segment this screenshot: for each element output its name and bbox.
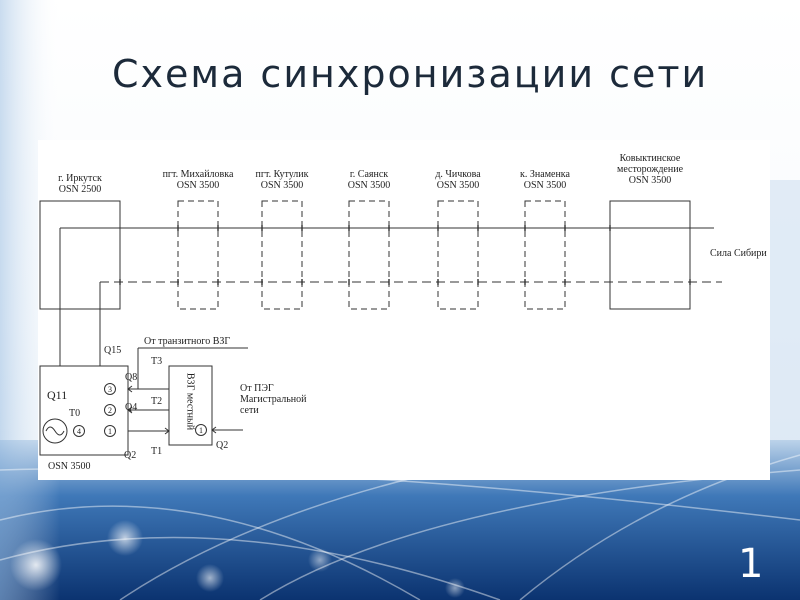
station-box-chichkova xyxy=(437,200,479,310)
local-vzg-box xyxy=(168,365,213,446)
station-label-chichkova: д. Чичкова OSN 3500 xyxy=(435,169,481,191)
slide-title: Схема синхронизации сети xyxy=(112,52,709,96)
station-label-znamenka: к. Знаменка OSN 3500 xyxy=(520,169,570,191)
port-circle-local: 1 xyxy=(199,426,203,435)
port-q15: Q15 xyxy=(104,345,122,356)
station-label-kutulik: пгт. Кутулик OSN 3500 xyxy=(255,169,309,191)
diagram-lines xyxy=(39,200,722,456)
port-q8: Q8 xyxy=(125,372,138,383)
port-t2: T2 xyxy=(151,396,163,407)
sync-diagram: г. Иркутск OSN 2500 пгт. Михайловка OSN … xyxy=(38,140,770,480)
port-q4: Q4 xyxy=(125,402,138,413)
port-circle-1: 1 xyxy=(108,427,112,436)
station-box-kutulik xyxy=(261,200,303,310)
osn-3500-box xyxy=(39,365,129,456)
port-circle-4: 4 xyxy=(77,427,81,436)
station-box-irkutsk xyxy=(39,200,121,310)
osn-3500-label: OSN 3500 xyxy=(48,461,91,472)
port-q2-right: Q2 xyxy=(216,440,229,451)
port-circle-2: 2 xyxy=(108,406,112,415)
port-t0: T0 xyxy=(69,408,81,419)
port-t1: T1 xyxy=(151,446,163,457)
station-label-mikhailovka: пгт. Михайловка OSN 3500 xyxy=(162,169,234,191)
station-box-sayansk xyxy=(348,200,390,310)
port-q2-left: Q2 xyxy=(124,450,137,461)
station-label-kovykta: Ковыктинское месторождение OSN 3500 xyxy=(616,153,684,186)
transit-vzg-label: От транзитного ВЗГ xyxy=(144,336,231,347)
slide-number: 1 xyxy=(738,541,764,587)
station-box-mikhailovka xyxy=(177,200,219,310)
port-t3: T3 xyxy=(151,356,163,367)
station-box-znamenka xyxy=(524,200,566,310)
port-q11: Q11 xyxy=(47,388,68,402)
station-label-sayansk: г. Саянск OSN 3500 xyxy=(347,169,391,191)
port-circle-3: 3 xyxy=(108,385,112,394)
station-label-irkutsk: г. Иркутск OSN 2500 xyxy=(58,173,102,195)
station-box-kovykta xyxy=(609,200,691,310)
local-vzg-label: ВЗГ местный xyxy=(184,372,196,431)
peg-label: От ПЭГ Магистральной сети xyxy=(240,383,307,416)
line-end-label: Сила Сибири xyxy=(710,248,767,259)
